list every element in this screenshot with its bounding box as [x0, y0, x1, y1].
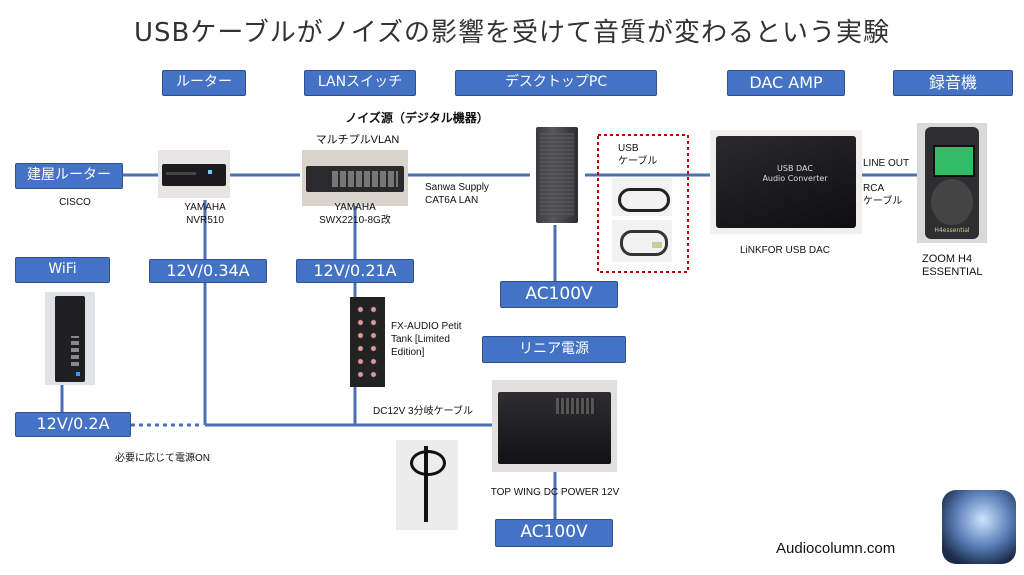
pc-photo — [530, 125, 585, 225]
wifi-photo — [45, 292, 95, 385]
caption-dc-cable: DC12V 3分岐ケーブル — [373, 406, 473, 417]
dc-cable-photo — [396, 440, 458, 530]
caption-cisco: CISCO — [59, 197, 91, 208]
usb-cable-photo-2 — [612, 220, 672, 262]
power-switch: 12V/0.21A — [296, 259, 414, 283]
caption-multiple-vlan: マルチプルVLAN — [315, 134, 400, 146]
label-linear-psu: リニア電源 — [482, 336, 626, 363]
caption-switch-model-2: SWX2210-8G改 — [319, 215, 391, 226]
caption-rca-2: ケーブル — [863, 196, 903, 207]
label-lan-switch: LANスイッチ — [304, 70, 416, 96]
power-wifi: 12V/0.2A — [15, 412, 131, 437]
label-router: ルーター — [162, 70, 246, 96]
recorder-photo: H4essential — [917, 123, 987, 243]
caption-rca-1: RCA — [863, 183, 885, 194]
caption-recorder-model-2: ESSENTIAL — [922, 266, 983, 278]
power-psu-ac: AC100V — [495, 519, 613, 547]
caption-fx-3: Edition] — [391, 347, 425, 358]
caption-usb-cable-2: ケーブル — [618, 156, 658, 167]
usb-highlight-box — [597, 134, 689, 273]
caption-recorder-model-1: ZOOM H4 — [922, 253, 973, 265]
caption-dac-model: LiNKFOR USB DAC — [739, 245, 830, 256]
fx-audio-photo — [350, 297, 385, 387]
caption-router-model-2: NVR510 — [186, 215, 224, 226]
caption-fx-2: Tank [Limited — [391, 334, 450, 345]
recorder-brand: H4essential — [934, 227, 970, 234]
dac-label-line-1: USB DAC — [777, 164, 813, 173]
dac-photo: USB DAC Audio Converter — [710, 130, 862, 234]
page-title: USBケーブルがノイズの影響を受けて音質が変わるという実験 — [133, 18, 891, 48]
label-recorder: 録音機 — [893, 70, 1013, 96]
dac-label-line-2: Audio Converter — [762, 174, 828, 183]
caption-lan-cable-1: Sanwa Supply — [425, 182, 489, 193]
label-desktop-pc: デスクトップPC — [455, 70, 657, 96]
caption-usb-cable-1: USB — [618, 143, 639, 154]
caption-switch-model-1: YAMAHA — [334, 202, 376, 213]
usb-cable-photo-1 — [612, 178, 672, 216]
power-pc-ac: AC100V — [500, 281, 618, 308]
app-icon — [942, 490, 1016, 564]
caption-lan-cable-2: CAT6A LAN — [425, 195, 479, 206]
dac-label: USB DAC Audio Converter — [750, 164, 840, 184]
caption-fx-1: FX-AUDIO Petit — [391, 321, 462, 332]
caption-on-demand: 必要に応じて電源ON — [115, 453, 210, 464]
caption-psu-model: TOP WING DC POWER 12V — [490, 487, 620, 498]
label-wifi: WiFi — [15, 257, 110, 283]
site-credit: Audiocolumn.com — [776, 540, 896, 557]
switch-photo — [302, 150, 408, 206]
power-router: 12V/0.34A — [149, 259, 267, 283]
caption-line-out: LINE OUT — [863, 158, 910, 169]
caption-noise-source: ノイズ源（デジタル機器） — [345, 111, 489, 125]
label-dac-amp: DAC AMP — [727, 70, 845, 96]
router-photo — [158, 150, 230, 198]
label-building-router: 建屋ルーター — [15, 163, 123, 189]
linear-psu-photo — [492, 380, 617, 472]
caption-router-model-1: YAMAHA — [184, 202, 226, 213]
